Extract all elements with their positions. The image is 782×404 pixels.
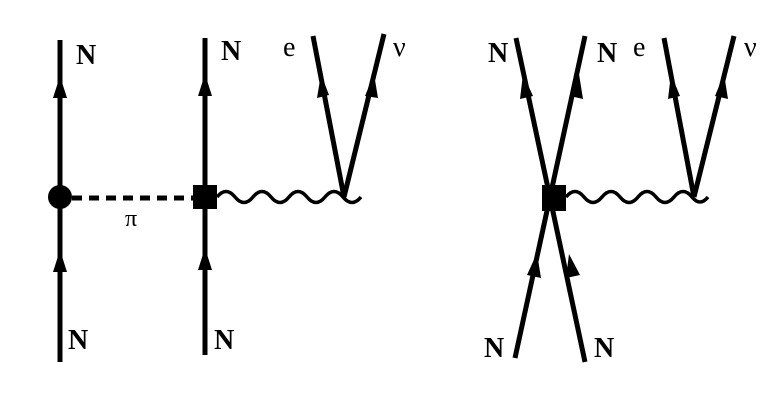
nucleon-line-b-arrow-lower	[566, 254, 580, 278]
electron-line	[310, 35, 347, 198]
label-electron: e	[283, 32, 295, 63]
nucleon-line-1-arrow-upper	[53, 76, 67, 98]
label-pion: π	[125, 206, 137, 232]
nucleon-line-2-arrow-upper	[198, 74, 212, 96]
label-nucleon-bottom-mid: N	[214, 325, 234, 356]
label-nucleon-bottom-left-right: N	[484, 333, 504, 364]
neutrino-line	[341, 33, 387, 198]
neutrino-line-arrow	[365, 74, 378, 98]
label-electron-right: e	[633, 32, 645, 63]
nucleon-line-1-arrow-lower	[53, 250, 67, 272]
electron-line-arrow	[317, 74, 329, 98]
nucleon-line-a-arrow-lower	[527, 253, 541, 278]
neutrino-line-right-arrow	[715, 74, 728, 99]
nucleon-line-b-arrow-upper	[520, 74, 533, 99]
diagram-contact-term: N N N N e ν	[484, 32, 757, 364]
label-nucleon-top-left: N	[76, 40, 96, 71]
electron-line-right-arrow	[668, 74, 680, 99]
label-neutrino-right: ν	[744, 32, 757, 63]
label-nucleon-top-right-right: N	[597, 38, 617, 69]
label-nucleon-top-mid: N	[221, 36, 241, 67]
pion-nucleon-vertex	[48, 185, 72, 209]
w-boson-line-right	[564, 189, 710, 205]
w-boson-line	[215, 189, 363, 205]
neutrino-line-right	[691, 35, 737, 198]
diagram-pion-exchange: N N N N π e ν	[48, 32, 406, 362]
label-nucleon-top-left-right: N	[488, 38, 508, 69]
label-neutrino: ν	[393, 32, 406, 63]
nucleon-line-a-arrow-upper	[570, 74, 583, 99]
nucleon-line-2-arrow-lower	[198, 248, 212, 270]
electron-line-right	[661, 37, 697, 198]
label-nucleon-bottom-right-right: N	[594, 333, 614, 364]
contact-vertex	[542, 185, 566, 211]
label-nucleon-bottom-left: N	[68, 325, 88, 356]
weak-contact-vertex	[193, 185, 217, 209]
